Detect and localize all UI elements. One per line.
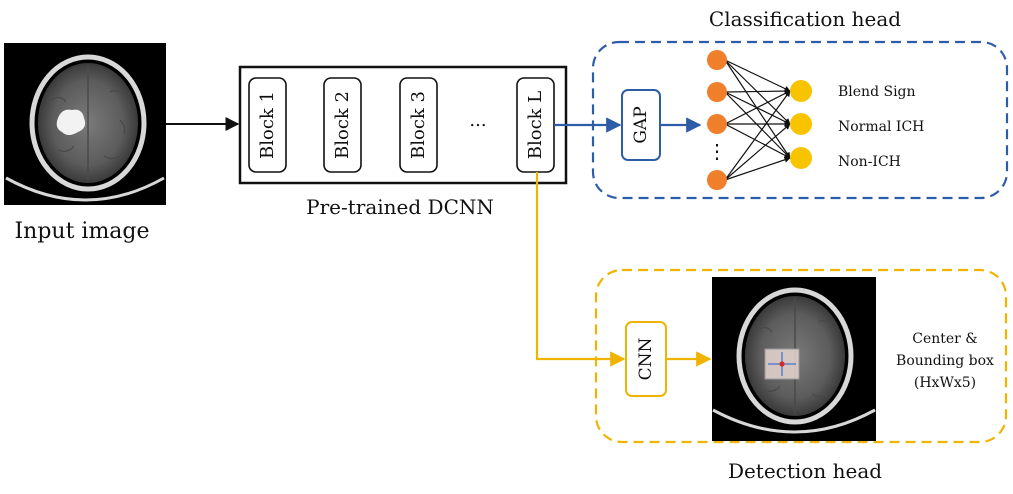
gap-label: GAP xyxy=(631,106,651,143)
detection-output-line-1: Center & xyxy=(912,331,978,347)
hidden-node xyxy=(707,170,727,190)
block-1: Block 1 xyxy=(248,77,287,173)
block-3: Block 3 xyxy=(399,77,438,173)
input-ct-image xyxy=(4,43,166,205)
block-1-label: Block 1 xyxy=(257,91,278,159)
input-image-label: Input image xyxy=(14,219,149,244)
hidden-node xyxy=(707,50,727,70)
hidden-node xyxy=(707,114,727,134)
block-l: Block L xyxy=(516,77,555,173)
classification-head-title: Classification head xyxy=(709,7,901,31)
arrow-blockl-to-cnn xyxy=(535,172,626,367)
output-label-normal-ich: Normal ICH xyxy=(838,119,924,135)
block-3-label: Block 3 xyxy=(408,91,429,159)
gap-box: GAP xyxy=(621,89,661,161)
classification-head-box xyxy=(591,40,1009,200)
block-2: Block 2 xyxy=(323,77,362,173)
block-2-label: Block 2 xyxy=(332,91,353,159)
output-node-blend-sign xyxy=(790,80,812,102)
output-node-non-ich xyxy=(790,147,812,169)
detection-head-title: Detection head xyxy=(728,459,882,483)
hidden-node xyxy=(707,82,727,102)
bounding-box-overlay xyxy=(764,348,800,380)
blocks-ellipsis: ... xyxy=(469,110,486,131)
detection-output-line-3: (HxWx5) xyxy=(914,375,976,391)
output-label-non-ich: Non-ICH xyxy=(838,154,901,170)
block-l-label: Block L xyxy=(525,91,546,160)
hidden-nodes-ellipsis: ⋮ xyxy=(707,139,727,163)
detection-head-box xyxy=(594,268,1008,444)
detection-output-line-2: Bounding box xyxy=(896,353,994,369)
cnn-box: CNN xyxy=(625,321,667,397)
cnn-label: CNN xyxy=(636,338,656,381)
output-label-blend-sign: Blend Sign xyxy=(838,84,916,100)
network-connections xyxy=(724,59,791,181)
output-node-normal-ich xyxy=(790,113,812,135)
backbone-label: Pre-trained DCNN xyxy=(306,195,494,219)
